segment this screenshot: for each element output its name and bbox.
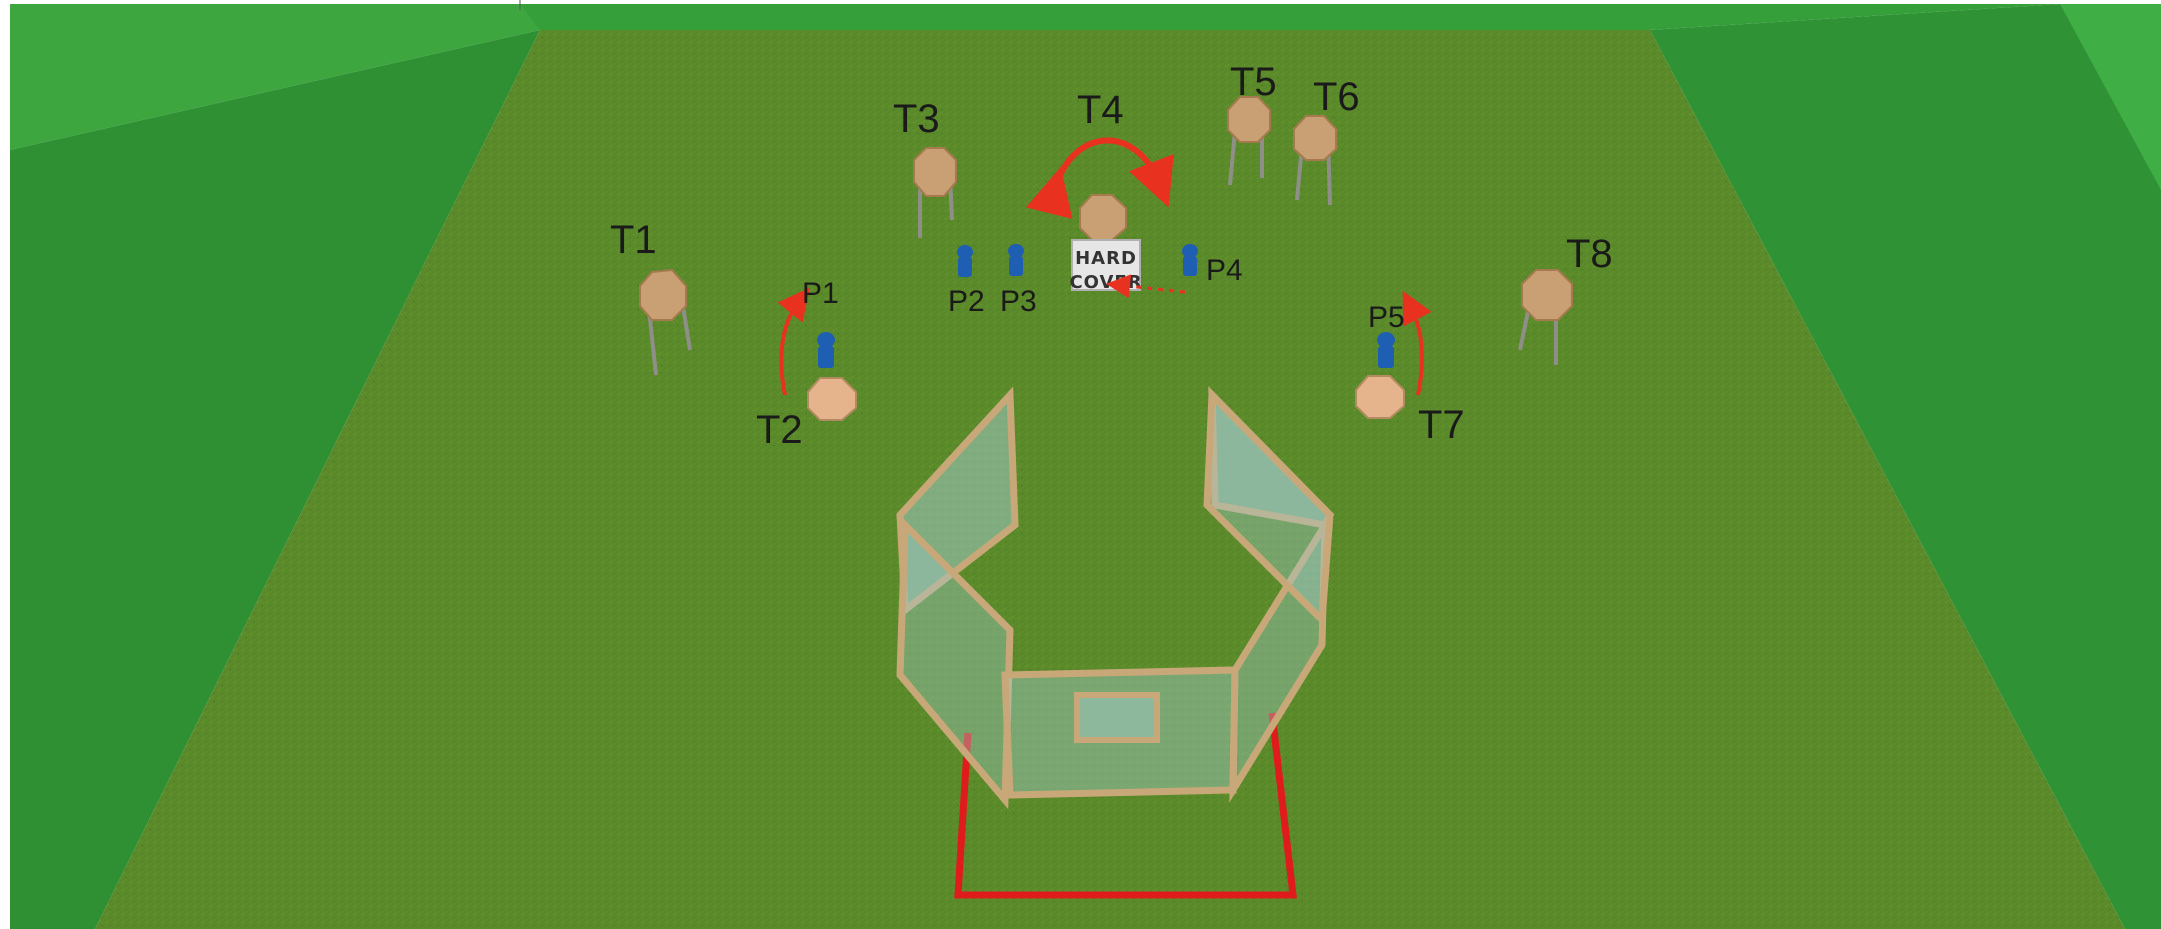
label-t7: T7 bbox=[1418, 403, 1465, 447]
target-t6-face bbox=[1294, 116, 1336, 160]
target-t8-face bbox=[1522, 270, 1572, 320]
popper-p3 bbox=[1008, 244, 1024, 276]
label-t8: T8 bbox=[1566, 232, 1613, 276]
hard-cover-line1: HARD bbox=[1075, 248, 1137, 269]
popper-p5 bbox=[1377, 332, 1395, 368]
target-t3-face bbox=[914, 148, 956, 196]
label-p5: P5 bbox=[1368, 301, 1405, 334]
hard-cover-line2: COVER bbox=[1069, 272, 1142, 293]
target-t1-face bbox=[640, 270, 686, 320]
wall-port bbox=[1077, 695, 1157, 740]
label-t3: T3 bbox=[893, 97, 940, 141]
label-p4: P4 bbox=[1206, 254, 1243, 287]
label-p3: P3 bbox=[1000, 285, 1037, 318]
label-t2: T2 bbox=[756, 408, 803, 452]
popper-p2 bbox=[957, 245, 973, 277]
popper-p4 bbox=[1182, 244, 1198, 276]
label-t1: T1 bbox=[610, 218, 657, 262]
target-t4 bbox=[1080, 195, 1126, 240]
target-t2-face bbox=[808, 378, 856, 420]
target-t4-face bbox=[1080, 195, 1126, 240]
target-t2 bbox=[808, 378, 856, 420]
label-t6: T6 bbox=[1313, 75, 1360, 119]
target-t7 bbox=[1356, 376, 1404, 418]
popper-p1 bbox=[817, 332, 835, 368]
hard-cover: HARD COVER bbox=[1069, 240, 1142, 293]
label-p2: P2 bbox=[948, 285, 985, 318]
label-t4: T4 bbox=[1077, 88, 1124, 132]
label-t5: T5 bbox=[1230, 60, 1277, 104]
target-t7-face bbox=[1356, 376, 1404, 418]
label-p1: P1 bbox=[802, 277, 839, 310]
